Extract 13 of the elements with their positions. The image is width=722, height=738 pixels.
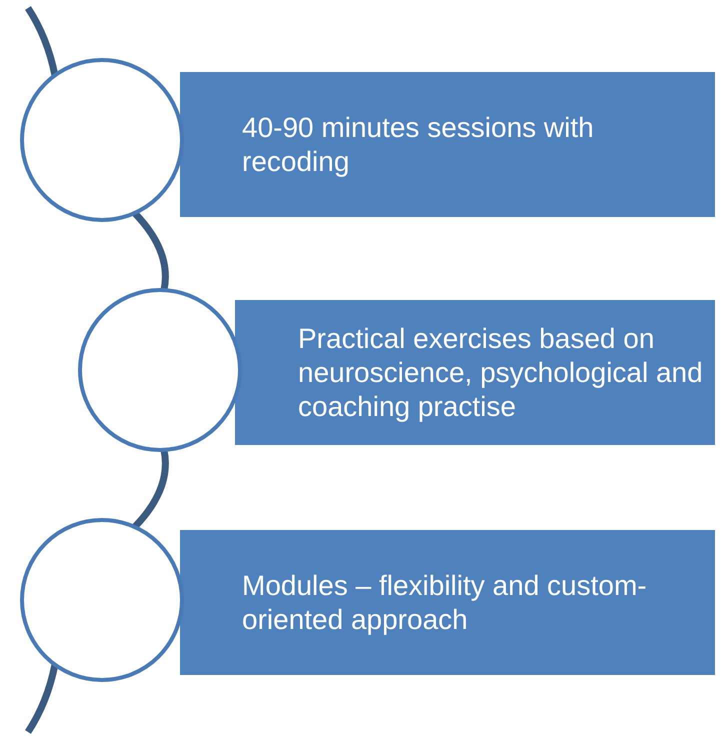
list-bar bbox=[235, 300, 715, 445]
circle-marker bbox=[18, 516, 186, 684]
item-text: Practical exercises based on neuroscience, psychological and coaching practise bbox=[298, 322, 704, 424]
connector-line bbox=[25, 664, 58, 734]
list-bar bbox=[180, 72, 715, 217]
item-text: Modules – flexibility and custom-oriented approach bbox=[242, 568, 648, 636]
circle-marker bbox=[76, 286, 244, 454]
connector-line bbox=[25, 6, 58, 76]
connector-line bbox=[132, 210, 169, 291]
circle-marker bbox=[18, 56, 186, 224]
connector-line bbox=[132, 449, 169, 530]
list-bar bbox=[180, 530, 715, 675]
item-text: 40-90 minutes sessions with recoding bbox=[242, 110, 595, 178]
